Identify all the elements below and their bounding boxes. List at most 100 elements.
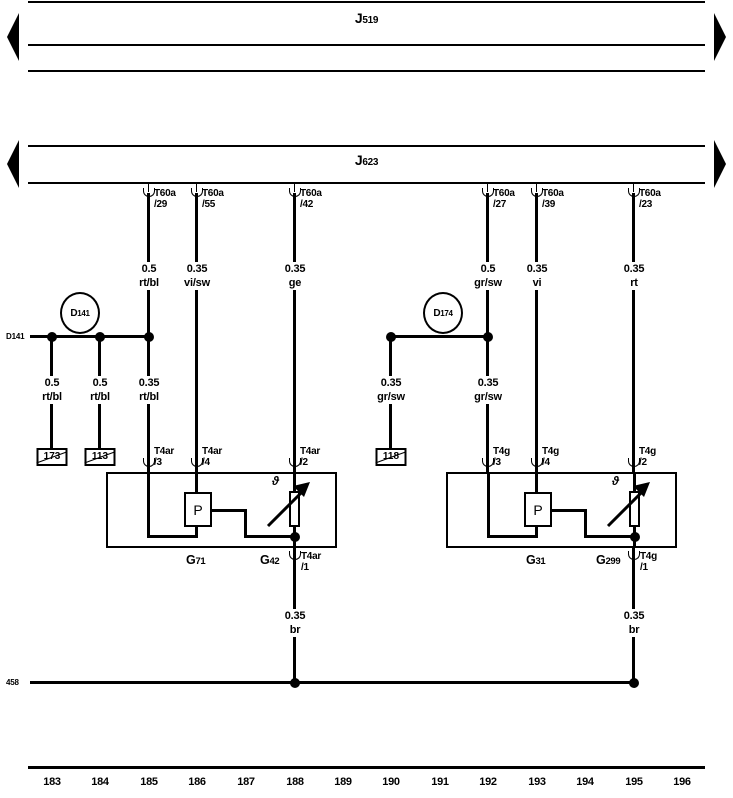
component-label-g299: G299 [596,553,621,567]
wire-label: 0.35 br [281,609,309,637]
bus-label-j519: J519 [0,10,733,26]
track-number: 191 [431,776,449,788]
wire [632,193,635,472]
splice-number: 174 [440,308,453,318]
wire-size: 0.35 [284,263,306,275]
splice-number: 141 [77,308,90,318]
terminal-pin: /39 [542,199,556,210]
terminal-pin: /27 [493,199,507,210]
terminal-name: T4ar [300,446,320,457]
bus-letter: J [354,152,363,168]
theta-symbol: ϑ [272,474,280,488]
wire [552,509,587,512]
arrow-left-icon [7,140,19,188]
wire-label: 0.35 rt/bl [135,376,163,404]
thermistor-symbol [289,491,300,527]
terminal-pin: /2 [300,457,308,468]
wire-size: 0.35 [526,263,548,275]
terminal-label: T4ar /1 [301,551,321,573]
component-letter: G [186,553,196,567]
track-number: 189 [334,776,352,788]
connector-icon [289,458,301,467]
track-number: 190 [382,776,400,788]
wire-color: br [628,624,640,636]
ground-point-113: 113 [84,448,116,466]
wire-color: ge [288,277,302,289]
track-number: 194 [576,776,594,788]
wire-label: 0.35 ge [281,262,309,290]
wire [195,193,198,472]
wire-color: rt/bl [139,277,159,289]
wire [535,525,538,537]
terminal-pin: /4 [542,457,550,468]
terminal-name: T60a [493,188,515,199]
wire-size: 0.35 [284,610,306,622]
pressure-sensor-symbol: P [524,492,552,527]
terminal-label: T4g /3 [493,446,510,468]
ground-point-118: 118 [375,448,407,466]
wire-label: 0.5 rt/bl [87,376,113,404]
wire [212,509,247,512]
terminal-label: T4g /4 [542,446,559,468]
terminal-pin: /42 [300,199,314,210]
wire-color: br [289,624,301,636]
component-letter: G [260,553,270,567]
terminal-label: T4g /1 [640,551,657,573]
terminal-label: T60a /39 [542,188,564,210]
terminal-name: T60a [300,188,322,199]
wire-size: 0.35 [380,377,402,389]
variable-arrow-icon [266,482,310,528]
terminal-label: T60a /42 [300,188,322,210]
track-number: 185 [140,776,158,788]
wire [584,509,587,538]
terminal-label: T60a /29 [154,188,176,210]
terminal-name: T4g [542,446,559,457]
wire-size: 0.5 [92,377,108,389]
bus-line [28,70,705,72]
terminal-label: T4ar /4 [202,446,222,468]
bus-line [28,44,705,46]
wire-size: 0.35 [138,377,160,389]
bus-letter: J [354,10,363,26]
terminal-label: T4ar /3 [154,446,174,468]
junction-dot [483,332,493,342]
connector-icon [191,458,203,467]
wire-label: 0.35 gr/sw [374,376,408,404]
wire-color: vi/sw [184,277,210,289]
pressure-letter: P [533,501,543,518]
wire [293,193,296,472]
track-number: 196 [673,776,691,788]
wire-label: 0.35 br [620,609,648,637]
theta-symbol: ϑ [612,474,620,488]
splice-letter: D [70,307,78,319]
track-number: 195 [625,776,643,788]
component-number: 299 [605,556,621,567]
track-number: 193 [528,776,546,788]
arrow-left-icon [7,13,19,61]
connector-icon [531,458,543,467]
wire-color: gr/sw [474,391,502,403]
wire-color: vi [532,277,542,289]
bus-line [28,182,705,184]
wire [195,474,198,493]
wire-size: 0.35 [477,377,499,389]
wire-size: 0.5 [480,263,496,275]
wire [633,474,636,492]
terminal-name: T60a [542,188,564,199]
splice-letter: D [433,307,441,319]
terminal-pin: /29 [154,199,168,210]
terminal-name: T4g [640,551,657,562]
bus-number: 519 [362,15,379,26]
wire [535,474,538,493]
terminal-name: T4ar [301,551,321,562]
component-letter: G [526,553,536,567]
terminal-name: T60a [154,188,176,199]
wire-size: 0.35 [623,263,645,275]
terminal-pin: /55 [202,199,216,210]
sensor-box-right: P ϑ [446,472,677,548]
track-number: 192 [479,776,497,788]
bus-label-j623: J623 [0,152,733,168]
arrow-right-icon [714,140,726,188]
